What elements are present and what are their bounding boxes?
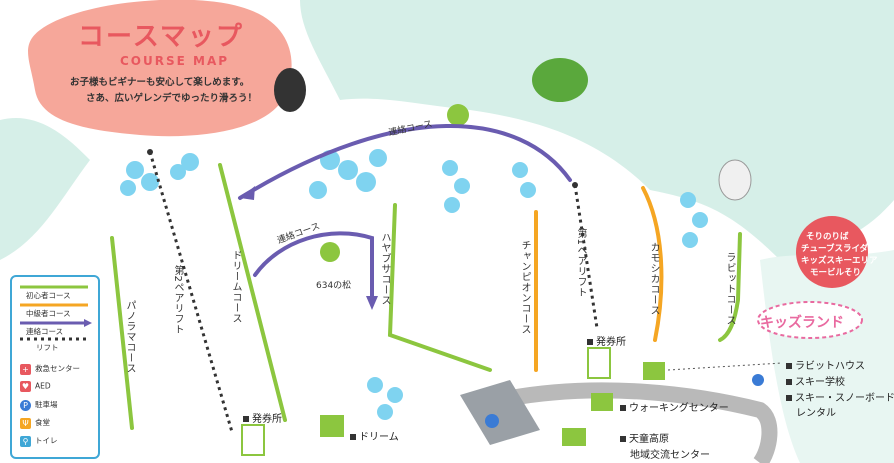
tree-green-top bbox=[447, 104, 469, 126]
legend-connector-arrow bbox=[84, 319, 92, 327]
intro-line-2: さあ、広いゲレンデでゆったり滑ろう！ bbox=[86, 93, 258, 104]
lift1-top bbox=[572, 182, 578, 188]
promo-line-1: そりのりば bbox=[806, 232, 849, 242]
ski-school-label: スキー学校 bbox=[786, 373, 845, 388]
connector-lower-line bbox=[253, 231, 374, 302]
intro-line-1: お子様もビギナーも安心して楽しめます。 bbox=[70, 77, 250, 88]
tendo-building-icon bbox=[562, 428, 586, 446]
penguin-character-icon bbox=[274, 68, 306, 112]
connector-lower-arrow bbox=[366, 296, 378, 310]
hayabusa-course-label: ハヤブサコース bbox=[379, 232, 390, 306]
promo-line-4: モービルそり bbox=[810, 268, 862, 278]
connector-upper-arrow bbox=[240, 186, 255, 200]
rabbit-course-label: ラビットコース bbox=[724, 252, 735, 326]
lift2-label: 第2ペアリフト bbox=[172, 265, 183, 335]
pine-634-icon bbox=[320, 242, 340, 262]
legend-aed-row: ♥AED bbox=[20, 381, 51, 392]
rabbit-house-icon bbox=[643, 362, 665, 380]
legend-connector-label: 連絡コース bbox=[26, 327, 64, 336]
panorama-course-line bbox=[110, 236, 134, 430]
kids-land-bubble bbox=[757, 301, 863, 339]
rental-sub-label: レンタル bbox=[796, 408, 836, 419]
kamoshika-course-label: カモシカコース bbox=[648, 242, 659, 316]
rabbit-house-label: ラビットハウス bbox=[786, 357, 865, 372]
kamoshika-course-line bbox=[641, 186, 664, 342]
dream-facility-label: ドリーム bbox=[350, 428, 399, 443]
lift1-line bbox=[573, 184, 599, 329]
tendo-label: 天童高原 bbox=[620, 430, 669, 445]
tendo-sub-label: 地域交流センター bbox=[630, 450, 710, 461]
kids-land-label: キッズランド bbox=[760, 315, 844, 331]
legend-intermediate-label: 中級者コース bbox=[26, 309, 71, 318]
access-road bbox=[498, 382, 778, 463]
dream-course-line bbox=[218, 163, 287, 422]
legend-lift-label: リフト bbox=[36, 343, 59, 352]
dining-icon: Ψ bbox=[20, 417, 31, 429]
skier-character-icon bbox=[718, 159, 752, 201]
snowboarder-character-icon bbox=[532, 58, 588, 102]
first-aid-icon: + bbox=[20, 363, 31, 375]
legend-line-samples bbox=[20, 285, 92, 341]
ticket-left-label: 発券所 bbox=[243, 410, 282, 425]
page-subtitle: COURSE MAP bbox=[120, 54, 230, 68]
hayabusa-course-line bbox=[387, 203, 492, 372]
connector-upper-line bbox=[238, 124, 572, 200]
page-title: コースマップ bbox=[78, 22, 244, 52]
legend-first-aid-row: +救急センター bbox=[20, 363, 80, 375]
promo-badge bbox=[796, 216, 868, 288]
promo-line-3: キッズスキーエリア bbox=[801, 256, 878, 266]
promo-line-2: チューブスライダー bbox=[801, 244, 877, 254]
legend-beginner-label: 初心者コース bbox=[26, 291, 71, 300]
parking-legend-icon: P bbox=[20, 399, 31, 411]
ticket-right-label: 発券所 bbox=[587, 333, 626, 348]
snow-bg-left bbox=[0, 118, 90, 260]
parking-icon bbox=[485, 414, 499, 428]
facility-pointer bbox=[667, 362, 783, 371]
lift1-label: 第1ペアリフト bbox=[575, 228, 586, 298]
ticket-right-building bbox=[587, 347, 611, 379]
dream-course-label: ドリームコース bbox=[230, 250, 241, 324]
aed-icon: ♥ bbox=[20, 381, 31, 392]
lift2-line bbox=[148, 151, 234, 433]
parking-icon-right bbox=[752, 374, 764, 386]
walking-center-label: ウォーキングセンター bbox=[620, 399, 729, 414]
dream-building-icon bbox=[320, 415, 344, 437]
walking-center-icon bbox=[591, 393, 613, 411]
panorama-course-label: パノラマコース bbox=[124, 300, 135, 374]
legend-toilet-row: ⚲トイレ bbox=[20, 435, 58, 447]
champion-course-label: チャンピオンコース bbox=[519, 240, 530, 335]
pine-634-label: 634の松 bbox=[316, 281, 352, 291]
ticket-left-building bbox=[241, 424, 265, 456]
tree-clusters bbox=[120, 149, 708, 420]
rental-label: スキー・スノーボード bbox=[786, 389, 894, 404]
lift2-top bbox=[147, 149, 153, 155]
parking-lot bbox=[460, 380, 540, 445]
title-blob bbox=[28, 0, 292, 137]
rabbit-course-line bbox=[718, 232, 742, 342]
toilet-icon: ⚲ bbox=[20, 435, 31, 447]
